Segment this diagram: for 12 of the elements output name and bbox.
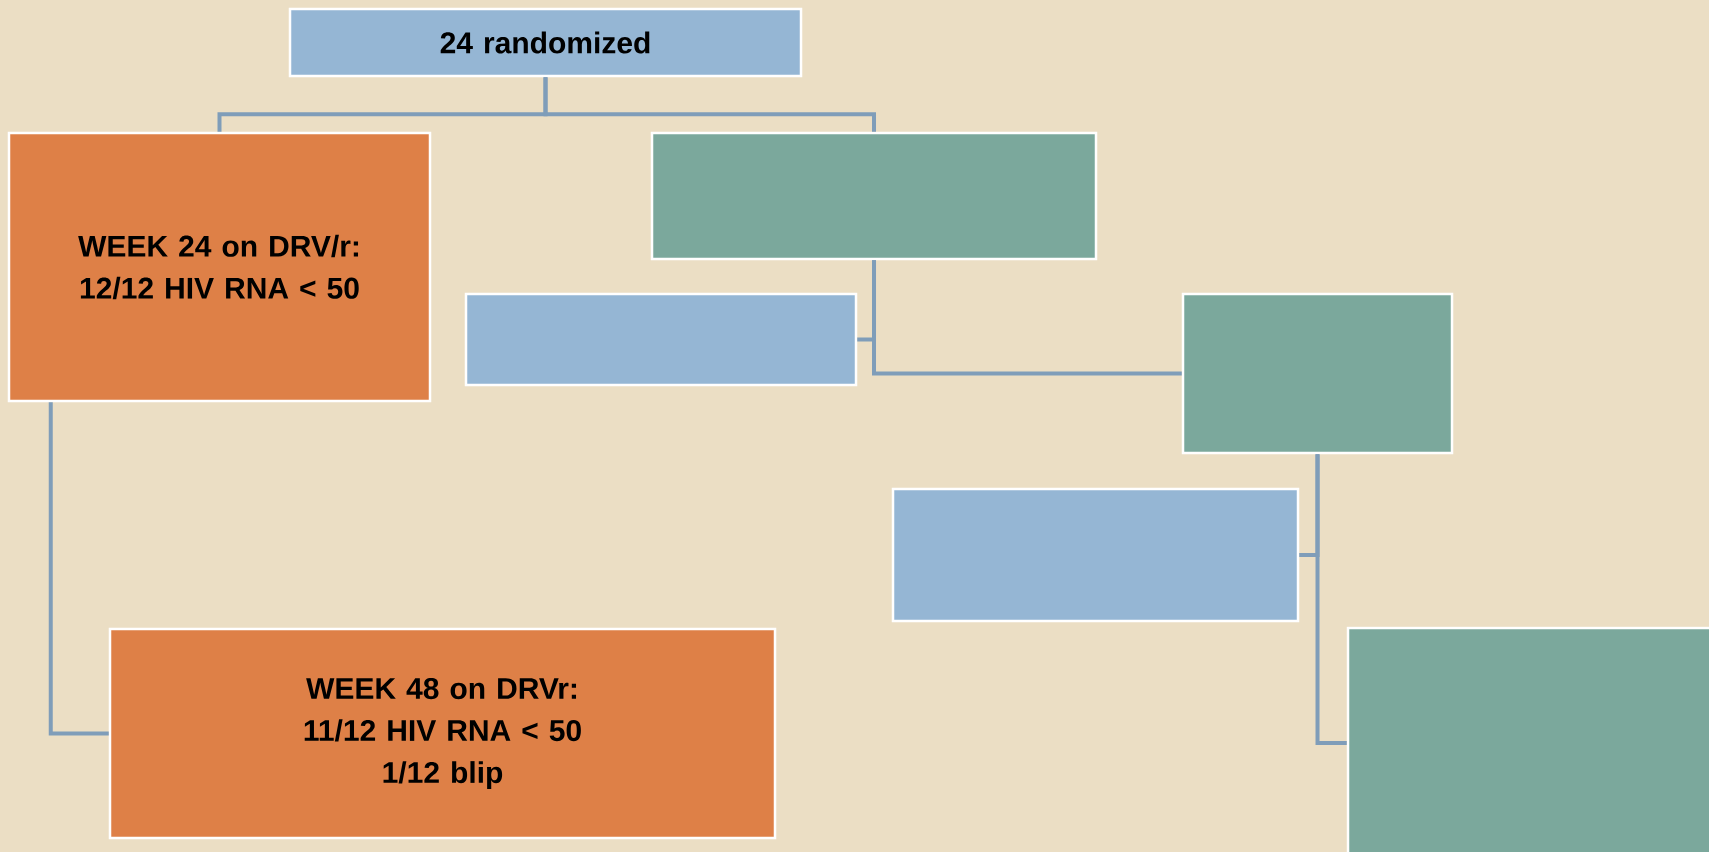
connector-line [48,402,109,736]
empty-box [891,487,1300,623]
connector-line [543,77,876,132]
empty-box [1346,626,1709,852]
connector-line [1315,454,1347,745]
connector-line [872,260,1182,376]
empty-box [1181,292,1454,455]
result-box: WEEK 24 on DRV/r: 12/12 HIV RNA < 50 [7,131,432,403]
result-box: WEEK 48 on DRVr: 11/12 HIV RNA < 50 1/12 blip [108,627,777,840]
empty-box [650,131,1098,261]
group-box: 24 randomized [288,7,803,78]
empty-box [464,292,858,387]
